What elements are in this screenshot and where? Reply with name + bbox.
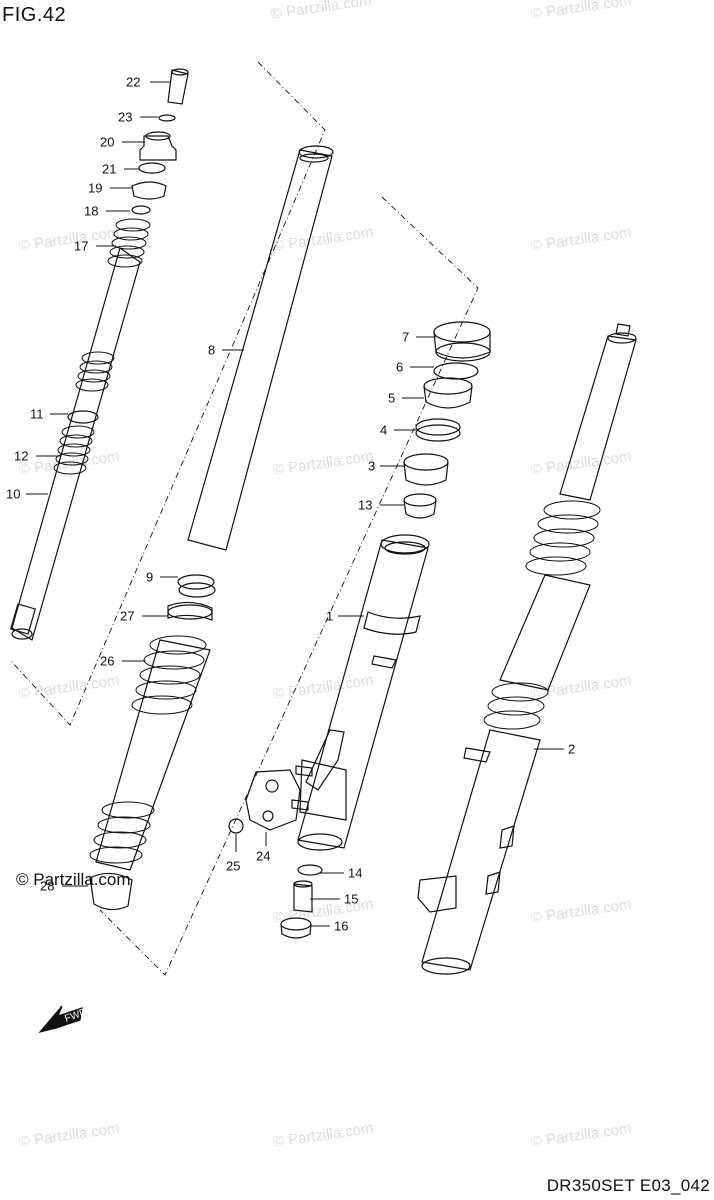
caliper-bracket (228, 765, 313, 834)
callout-10: 10 (6, 486, 21, 502)
callout-22: 22 (126, 74, 141, 90)
leader-lines (26, 81, 564, 927)
callout-12: 12 (14, 448, 29, 464)
brand-label: © Partzilla.com (16, 870, 131, 889)
callout-9: 9 (146, 569, 154, 585)
assembly-outline-left (9, 61, 326, 726)
bushing-stack (403, 321, 491, 519)
callout-5: 5 (388, 390, 396, 406)
callout-24: 24 (256, 848, 271, 864)
damper-rod-assembly (10, 68, 189, 641)
callout-7: 7 (402, 329, 410, 345)
callout-19: 19 (88, 180, 103, 196)
callout-18: 18 (84, 203, 99, 219)
callout-28: 28 (40, 878, 55, 894)
callout-15: 15 (344, 891, 359, 907)
callout-3: 3 (368, 458, 376, 474)
fwd-label: FWD (63, 1007, 88, 1025)
left-fork-boot (89, 635, 211, 911)
callout-20: 20 (100, 134, 115, 150)
inner-tube (167, 145, 334, 621)
callout-6: 6 (396, 359, 404, 375)
callout-14: 14 (348, 865, 363, 881)
callout-4: 4 (380, 422, 388, 438)
callout-8: 8 (208, 342, 216, 358)
callout-13: 13 (358, 497, 373, 513)
callout-23: 23 (118, 109, 133, 125)
callout-11: 11 (30, 406, 44, 422)
callout-21: 21 (102, 161, 117, 177)
complete-fork-leg (417, 323, 637, 975)
callout-27: 27 (120, 608, 135, 624)
forward-arrow-icon: FWD (38, 1005, 88, 1034)
callout-17: 17 (74, 238, 89, 254)
callout-1: 1 (326, 608, 334, 624)
callout-25: 25 (226, 858, 241, 874)
outer-tube-1 (297, 534, 430, 851)
diagram-code: DR350SET E03_042 (546, 1176, 710, 1195)
callout-2: 2 (568, 741, 576, 757)
bolt-stack (280, 864, 323, 939)
figure-title: FIG.42 (2, 4, 67, 26)
assembly-outline-right (99, 196, 479, 976)
callout-26: 26 (100, 653, 115, 669)
callout-16: 16 (334, 918, 349, 934)
